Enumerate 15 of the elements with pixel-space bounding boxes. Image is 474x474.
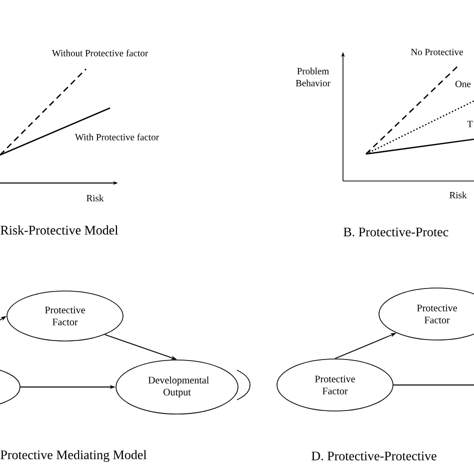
panel-caption: Protective Mediating Model (0, 450, 147, 462)
axis-label: Risk (450, 192, 467, 198)
axis-label: Problem Behavior (296, 68, 330, 86)
axis-label: Risk (86, 194, 104, 202)
chart-label: Without Protective factor (52, 50, 148, 56)
ellipse-node: Developmental Output (116, 360, 238, 414)
panel-caption: D. Protective-Protective (312, 452, 436, 460)
ellipse-node: Protective Factor (276, 358, 394, 412)
chart-label: T (467, 120, 473, 128)
panel-caption: B. Protective-Protec (344, 228, 448, 236)
panel-caption: Risk-Protective Model (0, 225, 118, 235)
chart-label: One (455, 80, 471, 88)
chart-label: No Protective (411, 48, 463, 56)
ellipse-node: Protective Factor (6, 290, 124, 342)
chart-label: With Protective factor (75, 134, 159, 140)
